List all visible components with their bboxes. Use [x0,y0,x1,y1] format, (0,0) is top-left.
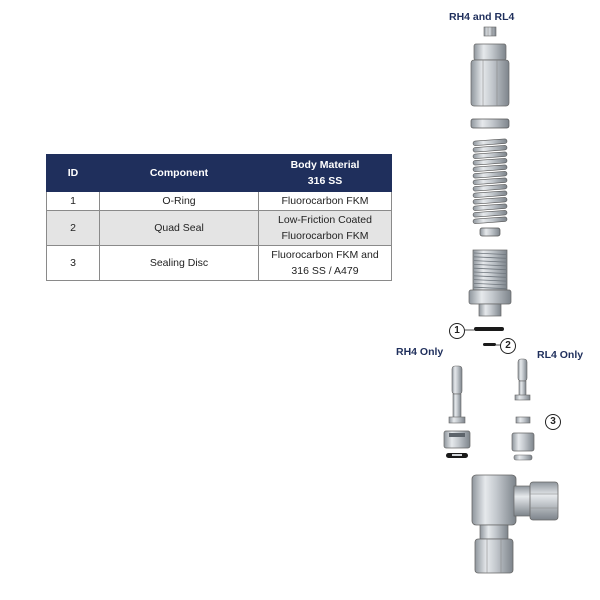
row-material: Low-Friction Coated Fluorocarbon FKM [258,210,392,246]
callout-2: 2 [500,338,516,354]
tee-body [471,474,559,574]
table-row: 3 Sealing Disc Fluorocarbon FKM and 316 … [46,245,392,281]
rh4-stem [448,365,466,424]
row-material-line: Low-Friction Coated [278,214,372,226]
row-id: 3 [46,245,100,281]
callout-1: 1 [449,323,465,339]
row-component: Quad Seal [99,210,259,246]
spring-seat [479,227,501,237]
sealing-disc-part [511,416,535,461]
table-row: 2 Quad Seal Low-Friction Coated Fluoroca… [46,210,392,246]
table-row: 1 O-Ring Fluorocarbon FKM [46,191,392,211]
washer [470,118,510,129]
row-material: Fluorocarbon FKM and 316 SS / A479 [258,245,392,281]
top-screw [483,26,497,37]
row-id: 2 [46,210,100,246]
label-rl4-only: RL4 Only [537,349,584,361]
row-material: Fluorocarbon FKM [258,191,392,211]
label-rh4-rl4: RH4 and RL4 [449,11,515,23]
header-material: Body Material 316 SS [258,154,392,192]
row-material-line: Fluorocarbon FKM [281,230,369,242]
quad-seal-part [483,343,501,346]
header-material-line1: Body Material [290,159,360,171]
callout-3: 3 [545,414,561,430]
material-table: ID Component Body Material 316 SS 1 O-Ri… [46,154,392,281]
table-header-row: ID Component Body Material 316 SS [46,154,392,192]
cap-nut [470,43,510,107]
threaded-body [468,249,512,317]
rl4-stem [514,358,531,401]
label-rh4-only: RH4 Only [396,346,444,358]
spring [472,138,508,224]
row-material-line: Fluorocarbon FKM and [271,249,379,261]
header-material-line2: 316 SS [307,175,343,187]
header-id: ID [46,154,100,192]
row-material-line: Fluorocarbon FKM [281,195,369,207]
o-ring-part [465,327,504,331]
rh4-gland [443,430,471,458]
row-component: Sealing Disc [99,245,259,281]
row-material-line: 316 SS / A479 [291,265,359,277]
